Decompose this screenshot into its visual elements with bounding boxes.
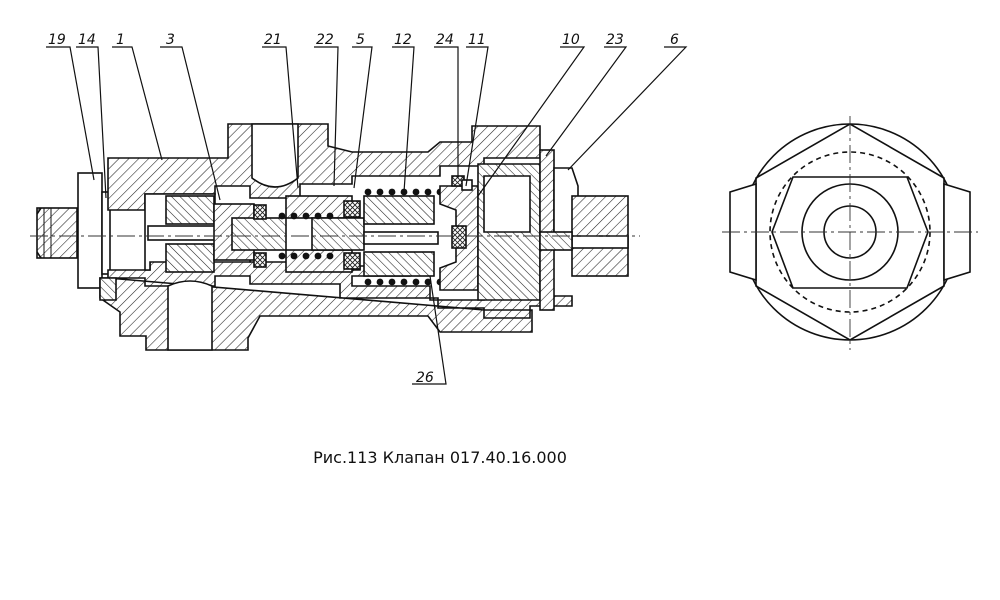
callout-26: 26	[416, 370, 434, 386]
body-chamfer	[99, 277, 117, 301]
section-view	[30, 123, 640, 351]
callout-5: 5	[356, 32, 365, 48]
callouts: 19 14 1 3 21 22 5 12 24 11 10 23 6 26	[48, 32, 679, 386]
threaded-fitting-left	[36, 207, 78, 259]
body-1-top	[107, 123, 541, 211]
figure-caption: Рис.113 Клапан 017.40.16.000	[313, 448, 567, 467]
seal-lower	[343, 252, 361, 270]
leader-lines	[46, 46, 688, 385]
callout-24: 24	[436, 32, 454, 48]
washer-23	[539, 149, 555, 311]
callout-14: 14	[78, 32, 96, 48]
callout-19: 19	[48, 32, 66, 48]
seal-left-bottom	[253, 252, 267, 268]
callout-21: 21	[264, 32, 282, 48]
hex-outer	[755, 123, 945, 341]
spring-21	[278, 212, 334, 260]
piston-assembly	[253, 195, 439, 277]
outlet-port	[167, 280, 213, 351]
hex-inner	[771, 176, 929, 289]
valve-seat	[439, 175, 479, 291]
callout-1: 1	[116, 32, 125, 48]
lug-left	[729, 182, 757, 282]
callout-11: 11	[468, 32, 486, 48]
callout-10: 10	[562, 32, 580, 48]
callout-22: 22	[316, 32, 334, 48]
right-housing	[477, 149, 629, 311]
nut-19	[77, 172, 103, 289]
callout-12: 12	[394, 32, 412, 48]
seal-left-top	[253, 204, 267, 220]
stem-3	[147, 195, 287, 273]
callout-6: 6	[670, 32, 679, 48]
seal-22	[343, 200, 361, 218]
callout-23: 23	[606, 32, 624, 48]
inlet-port	[251, 123, 299, 188]
callout-3: 3	[166, 32, 175, 48]
end-view	[722, 116, 978, 350]
